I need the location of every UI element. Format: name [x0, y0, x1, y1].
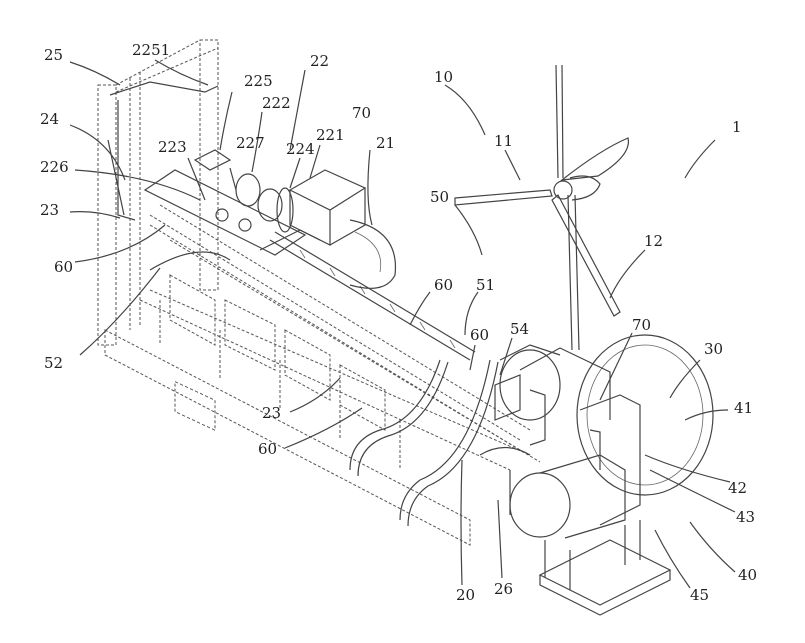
label-221: 221 [316, 126, 345, 144]
label-70-right: 70 [632, 316, 651, 334]
label-43: 43 [736, 508, 755, 526]
label-222: 222 [262, 94, 291, 112]
label-11: 11 [494, 132, 513, 150]
label-226: 226 [40, 158, 69, 176]
label-42: 42 [728, 479, 747, 497]
label-60-mid: 60 [434, 276, 453, 294]
base-frame [105, 275, 530, 545]
label-50: 50 [430, 188, 449, 206]
label-12: 12 [644, 232, 663, 250]
label-22: 22 [310, 52, 329, 70]
label-52: 52 [44, 354, 63, 372]
label-60-bottom: 60 [258, 440, 277, 458]
label-21: 21 [376, 134, 395, 152]
label-1: 1 [732, 118, 742, 136]
label-24: 24 [40, 110, 59, 128]
label-26: 26 [494, 580, 513, 598]
label-20: 20 [456, 586, 475, 604]
label-40: 40 [738, 566, 757, 584]
label-30: 30 [704, 340, 723, 358]
label-41: 41 [734, 399, 753, 417]
label-51: 51 [476, 276, 495, 294]
label-45: 45 [690, 586, 709, 604]
reference-labels: 25 2251 225 22 222 70 24 227 224 221 21 … [40, 41, 757, 604]
label-227: 227 [236, 134, 265, 152]
label-70-top: 70 [352, 104, 371, 122]
label-60-center: 60 [470, 326, 489, 344]
tower-frame [98, 40, 218, 345]
base-plate [540, 520, 670, 615]
label-23-bottom: 23 [262, 404, 281, 422]
label-25: 25 [44, 46, 63, 64]
label-10: 10 [434, 68, 453, 86]
wind-turbine [455, 65, 628, 350]
label-225: 225 [244, 72, 273, 90]
label-2251: 2251 [132, 41, 170, 59]
label-60-left: 60 [54, 258, 73, 276]
label-224: 224 [286, 140, 315, 158]
label-54: 54 [510, 320, 529, 338]
label-23-top: 23 [40, 201, 59, 219]
label-223: 223 [158, 138, 187, 156]
